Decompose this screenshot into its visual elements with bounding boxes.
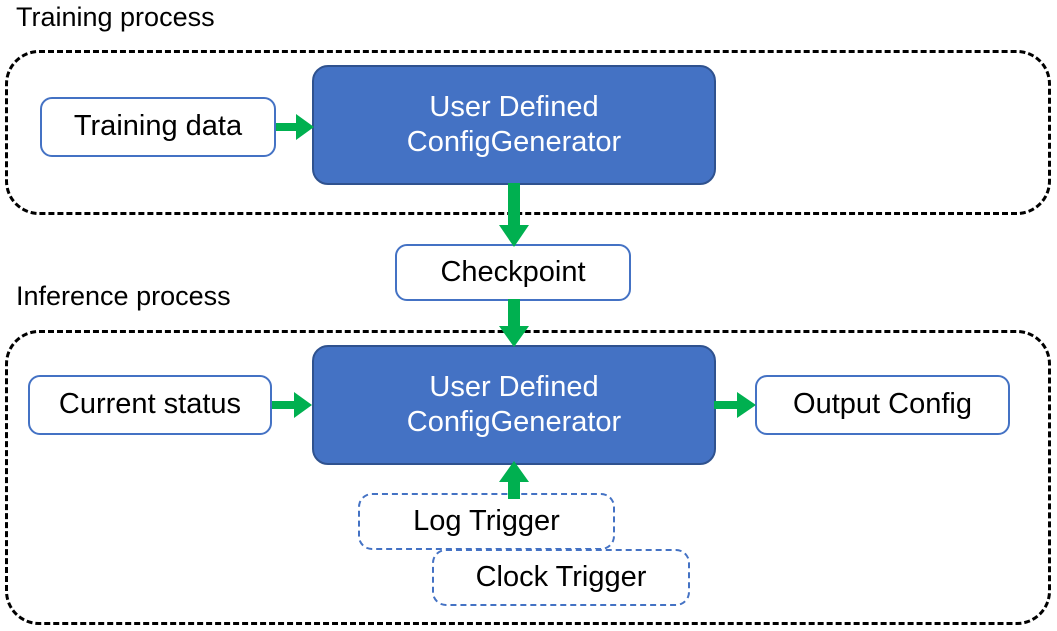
- training-data-label: Training data: [73, 110, 243, 143]
- output-config-label: Output Config: [793, 388, 972, 421]
- training-process-title: Training process: [16, 2, 215, 32]
- training-config-generator-label-line1: User Defined: [429, 90, 599, 123]
- checkpoint-label: Checkpoint: [440, 255, 586, 288]
- clock-trigger-node[interactable]: Clock Trigger: [432, 549, 690, 606]
- current-status-node[interactable]: Current status: [28, 375, 272, 435]
- training-data-node[interactable]: Training data: [40, 97, 276, 157]
- clock-trigger-label: Clock Trigger: [475, 560, 647, 593]
- checkpoint-node[interactable]: Checkpoint: [395, 244, 631, 301]
- inference-process-title: Inference process: [16, 281, 231, 311]
- log-trigger-label: Log Trigger: [413, 504, 560, 537]
- inference-config-generator-node[interactable]: User Defined ConfigGenerator: [312, 345, 716, 465]
- training-config-generator-label-line2: ConfigGenerator: [406, 126, 622, 158]
- output-config-node[interactable]: Output Config: [755, 375, 1010, 435]
- log-trigger-node[interactable]: Log Trigger: [358, 493, 615, 550]
- current-status-label: Current status: [58, 388, 242, 421]
- inference-config-generator-label-line2: ConfigGenerator: [406, 406, 622, 438]
- training-config-generator-node[interactable]: User Defined ConfigGenerator: [312, 65, 716, 185]
- inference-config-generator-label-line1: User Defined: [429, 370, 599, 403]
